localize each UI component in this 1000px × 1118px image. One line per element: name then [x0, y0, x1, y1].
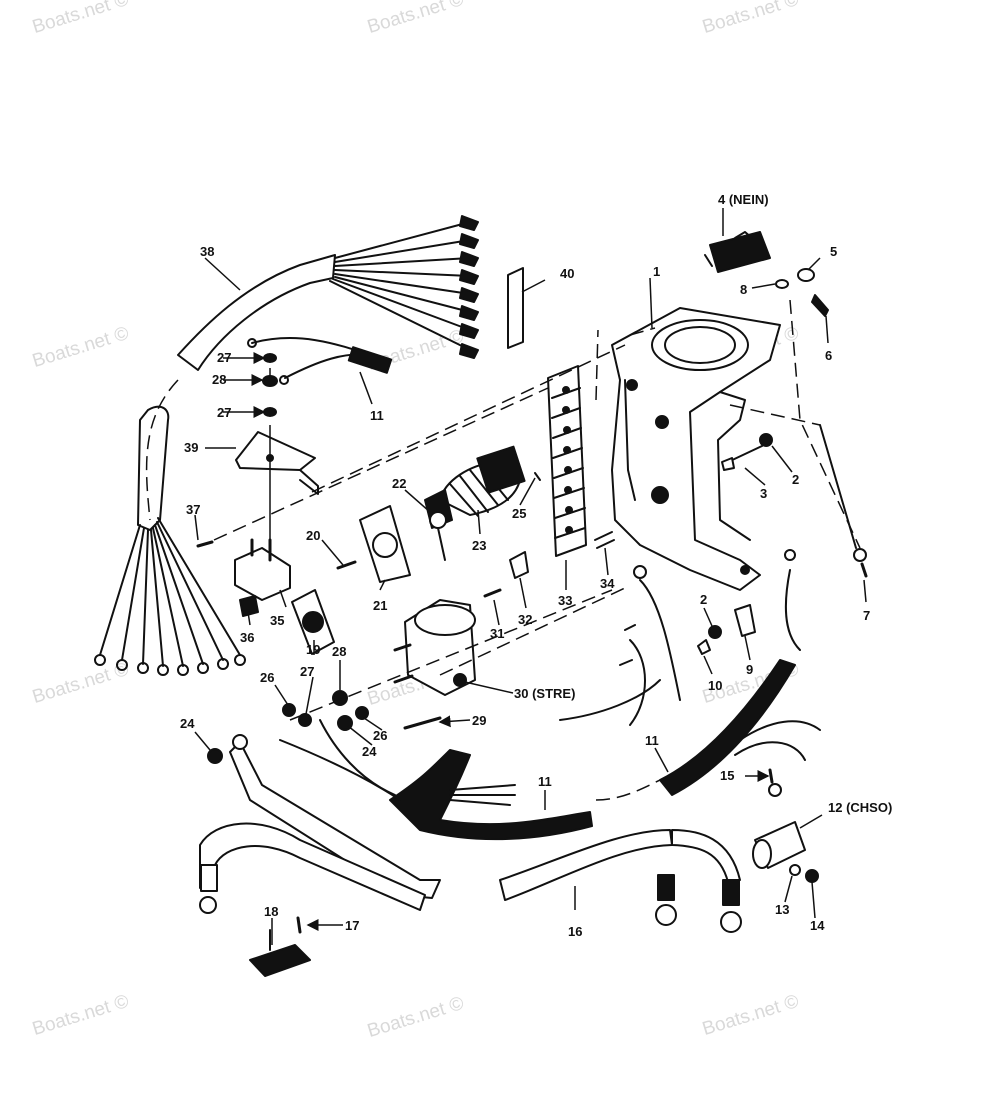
callout-14: 14 [810, 918, 825, 933]
callout-26: 26 [373, 728, 387, 743]
decal-40 [507, 267, 524, 349]
callout-5: 5 [830, 244, 837, 259]
callout-28: 28 [332, 644, 346, 659]
callout-29: 29 [472, 713, 486, 728]
capacitor-12 [752, 821, 806, 869]
callout-12: 12 (CHSO) [828, 800, 892, 815]
ignition-switch-23 [424, 445, 526, 561]
wiring-harness-upper [177, 215, 479, 371]
callout-38: 38 [200, 244, 214, 259]
callout-17: 17 [345, 918, 359, 933]
callout-32: 32 [518, 612, 532, 627]
harness-11-right [659, 549, 821, 797]
callout-15: 15 [720, 768, 734, 783]
wiring-harness-lower [94, 405, 246, 676]
callout-20: 20 [306, 528, 320, 543]
callout-24: 24 [180, 716, 195, 731]
callout-6: 6 [825, 348, 832, 363]
callout-19: 19 [306, 642, 320, 657]
callout-24: 24 [362, 744, 377, 759]
harness-11-main [279, 719, 593, 841]
callout-34: 34 [600, 576, 615, 591]
switch-4 [704, 231, 771, 273]
gasket-19 [291, 589, 335, 655]
ground-strap-18 [249, 929, 311, 977]
callout-39: 39 [184, 440, 198, 455]
callout-16: 16 [568, 924, 582, 939]
callout-27: 27 [217, 350, 231, 365]
mounting-plate-21 [359, 505, 411, 583]
starter-solenoid-30 [393, 599, 476, 696]
callout-10: 10 [708, 678, 722, 693]
callout-4: 4 (NEIN) [718, 192, 769, 207]
callout-18: 18 [264, 904, 278, 919]
bracket-39 [235, 431, 319, 495]
mounting-bracket-1 [611, 307, 781, 591]
harness-11-upper [247, 337, 393, 385]
callout-26: 26 [260, 670, 274, 685]
callout-31: 31 [490, 626, 504, 641]
callout-23: 23 [472, 538, 486, 553]
callout-7: 7 [863, 608, 870, 623]
callout-2: 2 [792, 472, 799, 487]
callout-22: 22 [392, 476, 406, 491]
callout-11: 11 [645, 733, 659, 748]
callout-35: 35 [270, 613, 284, 628]
callout-11: 11 [370, 408, 384, 423]
callout-40: 40 [560, 266, 574, 281]
terminal-block-33 [547, 365, 587, 557]
circuit-breaker-35 [234, 538, 291, 601]
callout-27: 27 [300, 664, 314, 679]
callout-1: 1 [653, 264, 660, 279]
callout-28: 28 [212, 372, 226, 387]
callout-3: 3 [760, 486, 767, 501]
callout-9: 9 [746, 662, 753, 677]
callout-2: 2 [700, 592, 707, 607]
callout-25: 25 [512, 506, 526, 521]
callout-27: 27 [217, 405, 231, 420]
callout-36: 36 [240, 630, 254, 645]
callout-11: 11 [538, 774, 552, 789]
callout-8: 8 [740, 282, 747, 297]
callout-13: 13 [775, 902, 789, 917]
callout-21: 21 [373, 598, 387, 613]
callout-37: 37 [186, 502, 200, 517]
battery-cable-16 [499, 829, 742, 933]
callout-30: 30 (STRE) [514, 686, 575, 701]
callout-33: 33 [558, 593, 572, 608]
